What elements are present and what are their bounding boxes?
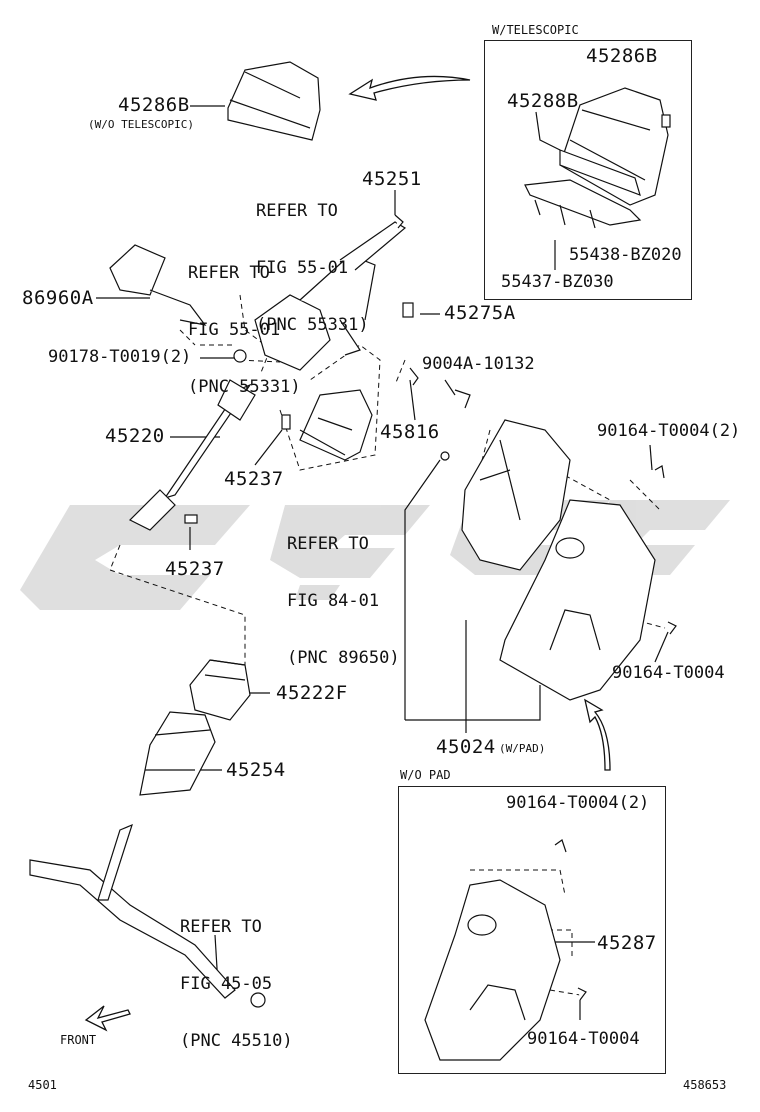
part-number-45288B: 45288B: [507, 90, 579, 112]
lower-cover-45024: [461, 419, 571, 571]
reference-fig-55-01-a: REFER TO FIG 55-01 (PNC 55331): [256, 164, 369, 354]
reference-line: REFER TO: [256, 201, 338, 221]
part-number-45287: 45287: [597, 932, 657, 954]
part-number-45286B: 45286B: [118, 94, 190, 116]
part-number-90164-T0004-2-wo-pad: 90164-T0004(2): [506, 793, 650, 813]
part-number-45251: 45251: [362, 168, 422, 190]
part-number-45275A: 45275A: [444, 302, 516, 324]
drawing-number: 458653: [683, 1078, 727, 1092]
curved-arrows: [84, 75, 611, 1032]
reference-line: FIG 45-05: [180, 974, 273, 994]
upper-cover-wo-telescopic: [227, 61, 321, 141]
part-number-45237: 45237: [224, 468, 284, 490]
inset-wo-pad-parts: [424, 839, 587, 1061]
reference-line: REFER TO: [180, 917, 262, 937]
reference-line: FIG 55-01: [256, 258, 349, 278]
reference-line: FIG 55-01: [188, 320, 281, 340]
part-drawings: [29, 61, 677, 1008]
part-number-45222F: 45222F: [276, 682, 348, 704]
part-number-45220: 45220: [105, 425, 165, 447]
reference-fig-45-05: REFER TO FIG 45-05 (PNC 45510): [180, 880, 293, 1070]
part-number-45024: 45024: [436, 736, 496, 758]
part-number-45254: 45254: [226, 759, 286, 781]
reference-line: REFER TO: [287, 534, 369, 554]
reference-line: FIG 84-01: [287, 591, 380, 611]
boot-45254: [139, 711, 216, 796]
inset-telescopic-parts: [524, 87, 671, 229]
front-direction-label: FRONT: [60, 1033, 97, 1047]
part-number-45237: 45237: [165, 558, 225, 580]
leader-lines: [96, 105, 669, 1020]
part-number-45816: 45816: [380, 421, 440, 443]
note-wo-telescopic: (W/O TELESCOPIC): [88, 118, 194, 131]
inset-wo-pad-title: W/O PAD: [400, 768, 451, 782]
lower-cover-w-pad: [499, 499, 656, 701]
inset-box-telescopic: [484, 40, 692, 300]
reference-fig-55-01-b: REFER TO FIG 55-01 (PNC 55331): [188, 226, 301, 416]
inset-telescopic-title: W/TELESCOPIC: [492, 23, 579, 37]
part-number-90164-T0004: 90164-T0004: [612, 663, 725, 683]
reference-line: (PNC 55331): [256, 315, 369, 335]
note-w-pad: (W/PAD): [499, 742, 546, 755]
reference-line: (PNC 55331): [188, 377, 301, 397]
reference-line: REFER TO: [188, 263, 270, 283]
part-number-90178-T0019: 90178-T0019(2): [48, 347, 192, 367]
rack-shaft: [29, 859, 236, 999]
inset-box-wo-pad: [398, 786, 666, 1074]
ecu-bracket: [299, 389, 373, 461]
part-number-45286B-telescopic: 45286B: [586, 45, 658, 67]
reference-fig-84-01: REFER TO FIG 84-01 (PNC 89650): [287, 497, 400, 687]
part-number-90164-T0004-wo-pad: 90164-T0004: [527, 1029, 640, 1049]
page-code: 4501: [28, 1078, 57, 1092]
reference-line: (PNC 45510): [180, 1031, 293, 1051]
part-number-9004A-10132: 9004A-10132: [422, 354, 535, 374]
shaft-45220: [163, 383, 252, 500]
column-body: [254, 294, 331, 371]
part-number-90164-T0004-2: 90164-T0004(2): [597, 421, 741, 441]
part-number-55437-BZ030: 55437-BZ030: [501, 272, 614, 292]
motor-86960A: [109, 244, 166, 296]
boot-45222F: [189, 659, 251, 721]
part-number-86960A: 86960A: [22, 287, 94, 309]
part-number-55438-BZ020: 55438-BZ020: [569, 245, 682, 265]
reference-line: (PNC 89650): [287, 648, 400, 668]
